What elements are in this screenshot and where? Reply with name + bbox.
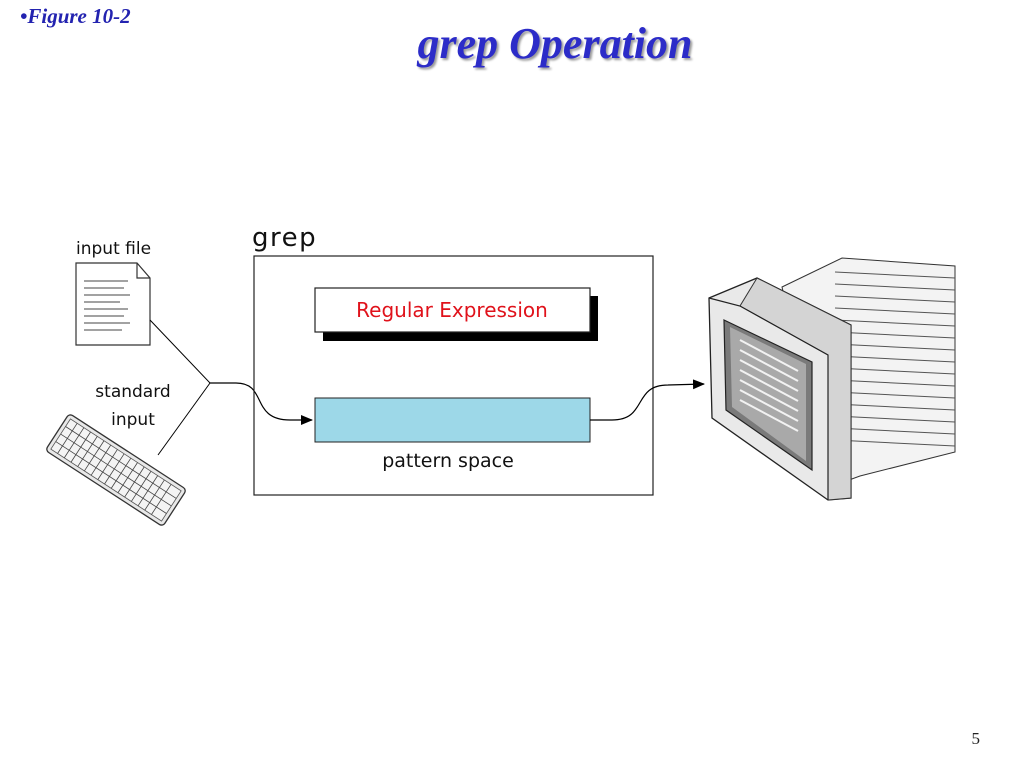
keyboard-icon [46,414,186,526]
input-file-label: input file [76,239,151,259]
monitor-icon [708,257,956,501]
grep-label: grep [252,223,317,253]
regex-box [314,287,591,333]
output-arrow [590,379,705,421]
input-arrow [210,382,313,425]
standard-input-label-line2: input [111,410,155,430]
slide-title: grep Operation [417,19,693,68]
figure-label: •Figure 10-2 [20,4,131,28]
pattern-space-label: pattern space [382,450,514,472]
page-number: 5 [971,729,981,748]
pattern-space-box [314,397,591,443]
document-icon [75,262,151,346]
grep-box [253,255,654,496]
standard-input-label-line1: standard [95,382,170,402]
regex-label: Regular Expression [356,298,548,322]
